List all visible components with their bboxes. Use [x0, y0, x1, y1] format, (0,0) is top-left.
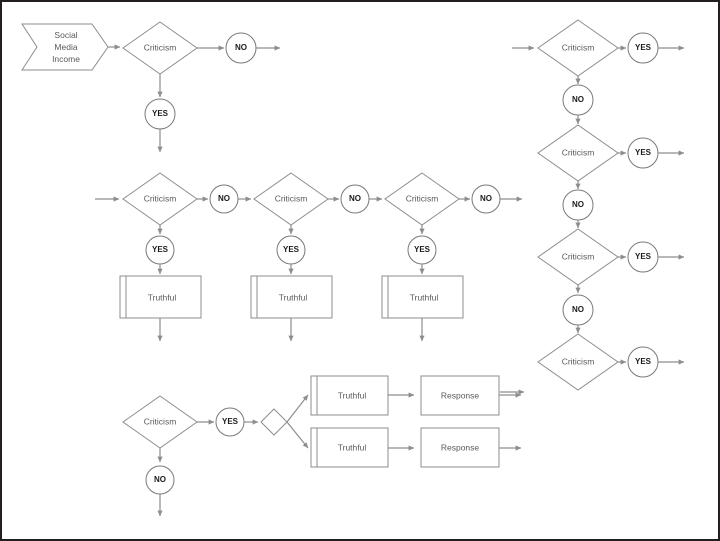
no-label: NO: [572, 305, 584, 314]
yes-label: YES: [635, 43, 652, 52]
node-truthful-bottom-1[interactable]: Truthful: [310, 375, 389, 416]
criticism-label: Criticism: [144, 193, 177, 203]
node-yes-bottom[interactable]: YES: [215, 407, 245, 437]
node-no-bottom[interactable]: NO: [145, 465, 175, 495]
node-truthful-bottom-2[interactable]: Truthful: [310, 427, 389, 468]
yes-label: YES: [635, 148, 652, 157]
node-criticism-right-1[interactable]: Criticism: [537, 19, 619, 77]
response-label: Response: [441, 390, 480, 400]
criticism-label: Criticism: [144, 416, 177, 426]
node-criticism-top[interactable]: Criticism: [122, 21, 198, 75]
node-truthful-mid-2[interactable]: Truthful: [250, 275, 333, 319]
node-no-right-2[interactable]: NO: [562, 189, 594, 221]
node-yes-mid-1[interactable]: YES: [145, 235, 175, 265]
connector-split-to-truthful-upper: [286, 394, 309, 423]
no-label: NO: [235, 43, 247, 52]
node-yes-right-2[interactable]: YES: [627, 137, 659, 169]
node-criticism-mid-3[interactable]: Criticism: [384, 172, 460, 226]
node-no-top[interactable]: NO: [225, 32, 257, 64]
no-label: NO: [572, 200, 584, 209]
yes-label: YES: [635, 357, 652, 366]
node-yes-right-4[interactable]: YES: [627, 346, 659, 378]
no-label: NO: [349, 194, 361, 203]
response-label: Response: [441, 442, 480, 452]
connector-split-to-truthful-lower: [286, 421, 309, 449]
truthful-label: Truthful: [410, 292, 439, 302]
group-middle-row: Criticism NO YES Truthful Criticism NO: [95, 172, 523, 342]
node-yes-right-3[interactable]: YES: [627, 241, 659, 273]
criticism-label: Criticism: [562, 42, 595, 52]
node-no-right-3[interactable]: NO: [562, 294, 594, 326]
start-label-line3: Income: [52, 54, 80, 64]
node-yes-mid-3[interactable]: YES: [407, 235, 437, 265]
yes-label: YES: [152, 109, 169, 118]
node-criticism-mid-2[interactable]: Criticism: [253, 172, 329, 226]
node-social-media-income[interactable]: Social Media Income: [21, 23, 109, 71]
node-yes-mid-2[interactable]: YES: [276, 235, 306, 265]
node-criticism-bottom[interactable]: Criticism: [122, 395, 198, 449]
node-truthful-mid-1[interactable]: Truthful: [119, 275, 202, 319]
yes-label: YES: [635, 252, 652, 261]
no-label: NO: [572, 95, 584, 104]
node-response-1[interactable]: Response: [420, 375, 500, 416]
start-label-line1: Social: [54, 30, 77, 40]
criticism-label: Criticism: [275, 193, 308, 203]
node-no-mid-2[interactable]: NO: [340, 184, 370, 214]
node-no-mid-3[interactable]: NO: [471, 184, 501, 214]
truthful-label: Truthful: [148, 292, 177, 302]
node-yes-right-1[interactable]: YES: [627, 32, 659, 64]
no-label: NO: [154, 475, 166, 484]
node-truthful-mid-3[interactable]: Truthful: [381, 275, 464, 319]
start-label-line2: Media: [54, 42, 77, 52]
group-bottom-row: Criticism YES Truthful Response: [122, 375, 522, 517]
criticism-label: Criticism: [562, 147, 595, 157]
node-no-right-1[interactable]: NO: [562, 84, 594, 116]
node-criticism-mid-1[interactable]: Criticism: [122, 172, 198, 226]
criticism-label: Criticism: [144, 42, 177, 52]
node-no-mid-1[interactable]: NO: [209, 184, 239, 214]
yes-label: YES: [414, 245, 431, 254]
no-label: NO: [480, 194, 492, 203]
truthful-label: Truthful: [279, 292, 308, 302]
node-yes-top[interactable]: YES: [144, 98, 176, 130]
yes-label: YES: [152, 245, 169, 254]
truthful-label: Truthful: [338, 390, 367, 400]
node-criticism-right-4[interactable]: Criticism: [537, 333, 619, 391]
criticism-label: Criticism: [562, 356, 595, 366]
node-criticism-right-2[interactable]: Criticism: [537, 124, 619, 182]
group-right-column: Criticism YES NO Criticism YES NO: [500, 19, 685, 395]
criticism-label: Criticism: [562, 251, 595, 261]
group-top-row: Social Media Income Criticism NO YES: [21, 21, 281, 153]
node-response-2[interactable]: Response: [420, 427, 500, 468]
no-label: NO: [218, 194, 230, 203]
node-split-diamond[interactable]: [260, 408, 288, 436]
truthful-label: Truthful: [338, 442, 367, 452]
yes-label: YES: [283, 245, 300, 254]
yes-label: YES: [222, 417, 239, 426]
criticism-label: Criticism: [406, 193, 439, 203]
node-criticism-right-3[interactable]: Criticism: [537, 228, 619, 286]
